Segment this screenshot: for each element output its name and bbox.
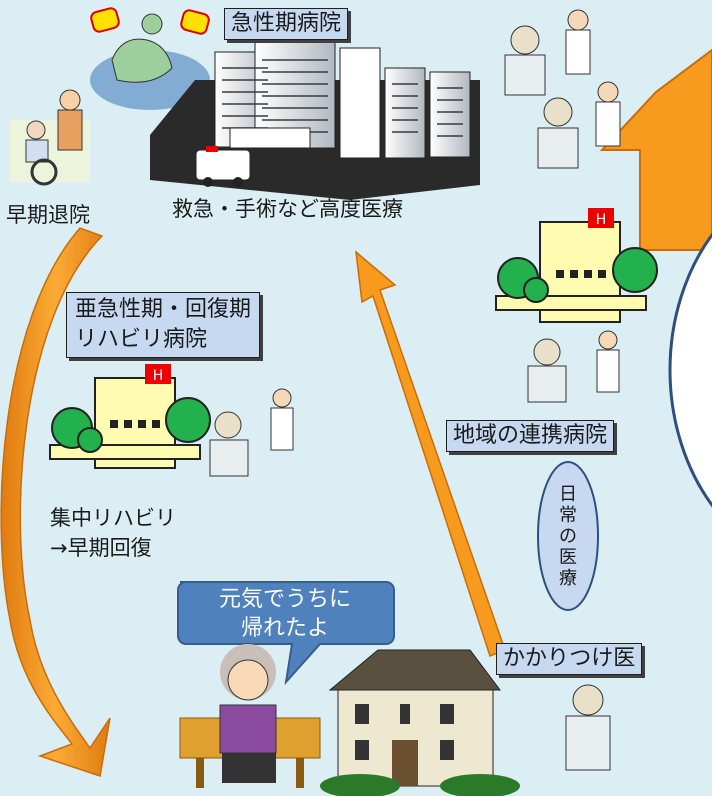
rehab-hospital-label-line1: 亜急性期・回復期 bbox=[75, 297, 252, 322]
intensive-rehab-text: 集中リハビリ →早期回復 bbox=[50, 503, 176, 563]
advanced-care-text: 救急・手術など高度医療 bbox=[172, 197, 403, 221]
left-curved-arrow bbox=[0, 227, 111, 777]
wheelchair-caregiver-illustration bbox=[10, 89, 90, 186]
house-illustration bbox=[320, 649, 520, 796]
acute-hospital-illustration bbox=[90, 7, 480, 200]
rehab-hospital-label-line2: リハビリ病院 bbox=[75, 327, 208, 352]
daily-care-char: の bbox=[559, 525, 577, 547]
speech-bubble-line1: 元気でうちに bbox=[218, 587, 351, 612]
rehab-hospital-illustration: H bbox=[49, 364, 294, 477]
early-discharge-text: 早期退院 bbox=[6, 203, 90, 227]
daily-care-char: 日 bbox=[559, 483, 577, 505]
acute-hospital-label: 急性期病院 bbox=[224, 8, 349, 40]
daily-care-char: 医 bbox=[559, 546, 577, 568]
daily-care-char: 療 bbox=[559, 567, 577, 589]
intensive-rehab-line2: →早期回復 bbox=[50, 536, 152, 560]
daily-care-label: 日 常 の 医 療 bbox=[538, 462, 598, 610]
diagonal-up-arrow bbox=[355, 250, 506, 657]
speech-bubble bbox=[177, 581, 395, 686]
regional-hospital-illustration: H bbox=[495, 208, 658, 403]
family-doctor-illustration bbox=[565, 684, 611, 771]
daily-care-ellipse bbox=[537, 461, 599, 611]
speech-bubble-text: 元気でうちに 帰れたよ bbox=[182, 585, 388, 643]
intensive-rehab-line1: 集中リハビリ bbox=[50, 506, 176, 530]
rehab-hospital-label: 亜急性期・回復期 リハビリ病院 bbox=[66, 292, 261, 358]
regional-hospital-label: 地域の連携病院 bbox=[446, 420, 615, 452]
family-doctor-label: かかりつけ医 bbox=[496, 643, 643, 675]
big-orange-arrow-top-right bbox=[599, 48, 712, 251]
doctors-nurses-top-right bbox=[504, 9, 621, 169]
right-ellipse-panel bbox=[668, 232, 712, 508]
daily-care-char: 常 bbox=[559, 504, 577, 526]
speech-bubble-line2: 帰れたよ bbox=[240, 616, 329, 641]
elderly-woman-illustration bbox=[179, 644, 321, 788]
svg-text:H: H bbox=[596, 212, 607, 228]
svg-text:H: H bbox=[153, 368, 164, 384]
